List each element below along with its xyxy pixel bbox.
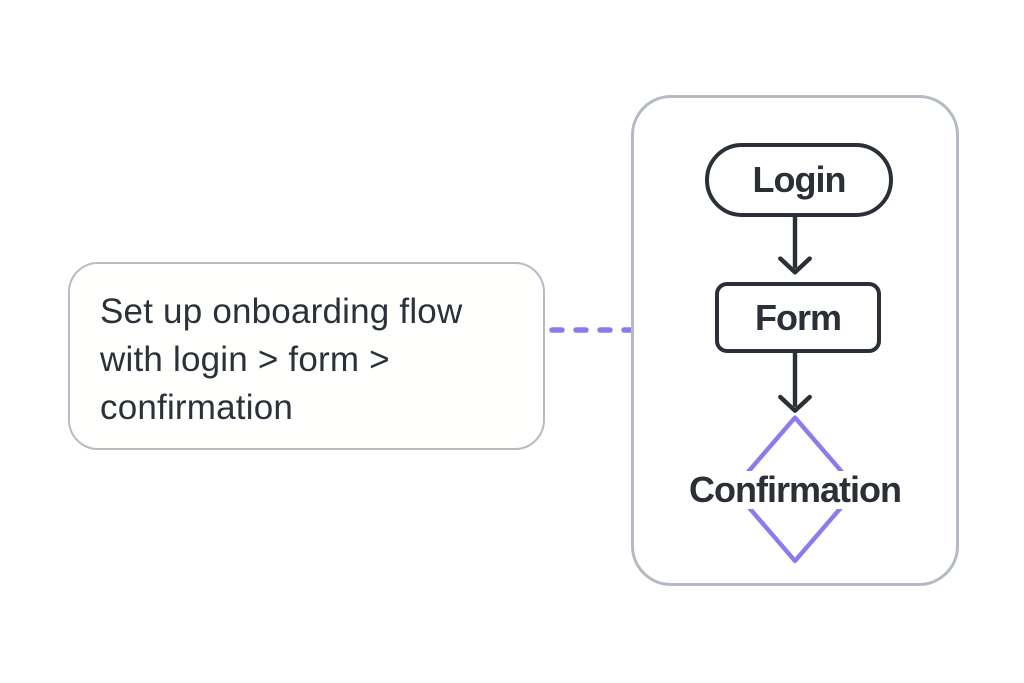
flow-edges-and-diamond xyxy=(730,215,860,564)
prompt-card: Set up onboarding flow with login > form… xyxy=(68,262,545,450)
prompt-line-2: with login > form > xyxy=(100,340,390,379)
node-form: Form xyxy=(715,282,881,353)
node-form-label: Form xyxy=(755,296,842,338)
node-confirmation-label: Confirmation xyxy=(681,469,909,510)
prompt-text: Set up onboarding flow with login > form… xyxy=(100,288,519,432)
prompt-line-3: confirmation xyxy=(100,388,294,427)
confirmation-diamond xyxy=(730,415,860,564)
node-confirmation-label-text: Confirmation xyxy=(689,469,902,510)
flow-panel: Login Form Confirmation xyxy=(631,95,959,586)
arrow-login-to-form xyxy=(778,215,812,275)
prompt-line-1: Set up onboarding flow xyxy=(100,292,463,331)
node-login: Login xyxy=(705,143,893,217)
arrow-form-to-confirmation xyxy=(778,348,812,413)
dashed-connector xyxy=(549,327,637,333)
node-login-label: Login xyxy=(752,159,847,200)
